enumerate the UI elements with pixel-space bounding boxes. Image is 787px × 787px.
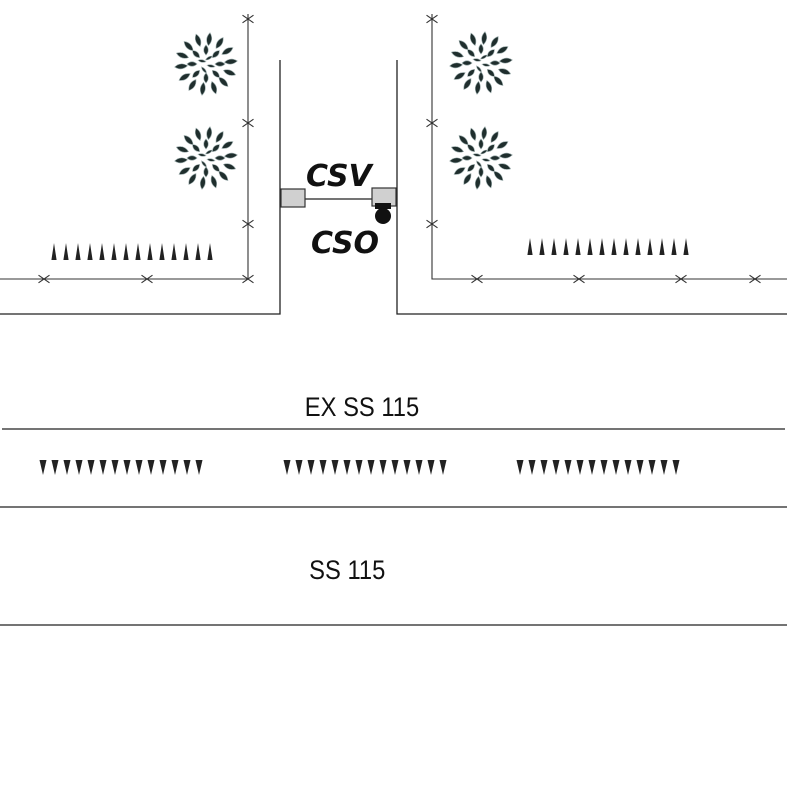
- fence-left: [0, 14, 249, 280]
- cross-marker: [141, 274, 153, 284]
- cross-marker: [749, 274, 761, 284]
- tree-symbol: [449, 126, 513, 190]
- hedge-row-down: [39, 460, 203, 475]
- access-road-right-edge: [396, 60, 787, 315]
- existing-road-label: EX SS 115: [305, 393, 419, 423]
- tree-symbol: [174, 126, 238, 190]
- access-road: [0, 60, 787, 315]
- cross-marker: [675, 274, 687, 284]
- cross-marker: [471, 274, 483, 284]
- cross-marker: [242, 219, 254, 229]
- cross-marker: [426, 219, 438, 229]
- tree-symbol: [174, 32, 238, 96]
- cross-marker: [426, 118, 438, 128]
- trees: [174, 31, 513, 190]
- existing-road: [0, 428, 787, 508]
- cross-marker: [242, 274, 254, 284]
- cso-label: CSO: [311, 226, 379, 261]
- fence-markers: [38, 14, 761, 284]
- cross-marker: [242, 14, 254, 24]
- gate-post-left: [280, 188, 306, 208]
- fence-right: [431, 14, 787, 280]
- gate-box: [375, 203, 391, 209]
- hedges: [39, 238, 689, 475]
- cross-marker: [38, 274, 50, 284]
- gate: [280, 187, 397, 224]
- cross-marker: [573, 274, 585, 284]
- cross-marker: [426, 14, 438, 24]
- hedge-row-down: [283, 460, 447, 475]
- access-road-left-edge: [0, 60, 281, 315]
- cso-signal-icon: [375, 208, 391, 224]
- hedge-row-up: [51, 243, 213, 260]
- new-road-label: SS 115: [309, 556, 385, 586]
- tree-symbol: [449, 31, 513, 95]
- hedge-row-down: [516, 460, 680, 475]
- cross-marker: [242, 118, 254, 128]
- hedge-row-up: [527, 238, 689, 255]
- csv-label: CSV: [306, 159, 375, 194]
